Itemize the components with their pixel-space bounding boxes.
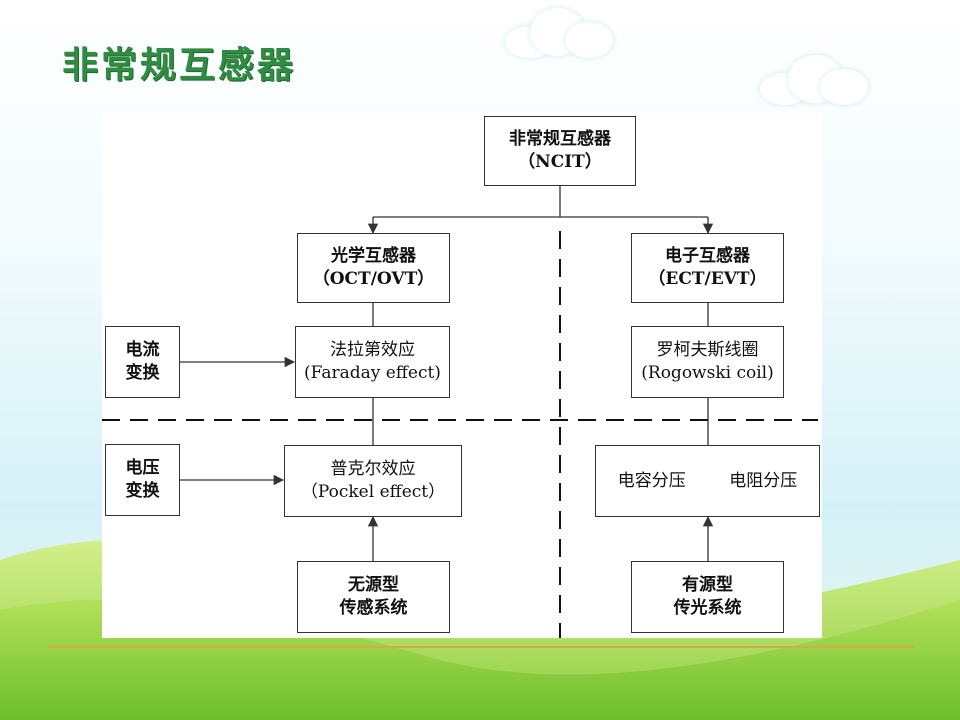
ncit-root-subtitle: （NCIT） — [518, 152, 602, 172]
page-title: 非常规互感器 — [62, 44, 297, 86]
voltage-conversion-line2: 变换 — [125, 481, 160, 501]
faraday-effect-title: 法拉第效应 — [330, 340, 415, 360]
current-conversion-line2: 变换 — [125, 363, 160, 383]
cloud-top — [505, 8, 615, 58]
passive-sensing-line2: 传感系统 — [339, 598, 408, 618]
diagram-panel: 非常规互感器 （NCIT） 光学互感器 （OCT/OVT） 电子互感器 （ECT… — [102, 113, 822, 638]
passive-sensing-system-box: 无源型 传感系统 — [297, 561, 450, 633]
optical-transformer-box: 光学互感器 （OCT/OVT） — [297, 233, 450, 303]
rogowski-coil-subtitle: (Rogowski coil) — [641, 363, 774, 383]
voltage-conversion-line1: 电压 — [125, 458, 160, 478]
optical-transformer-subtitle: （OCT/OVT） — [312, 269, 435, 289]
rogowski-coil-title: 罗柯夫斯线圈 — [656, 340, 759, 360]
voltage-divider-box: 电容分压 电阻分压 — [595, 445, 820, 517]
diagram-connectors — [102, 186, 818, 638]
electronic-transformer-subtitle: （ECT/EVT） — [648, 269, 767, 289]
current-conversion-box: 电流 变换 — [105, 326, 180, 398]
voltage-conversion-box: 电压 变换 — [105, 444, 180, 516]
passive-sensing-line1: 无源型 — [348, 575, 399, 595]
faraday-effect-box: 法拉第效应 (Faraday effect) — [295, 326, 450, 398]
faraday-effect-subtitle: (Faraday effect) — [304, 363, 441, 383]
ncit-root-title: 非常规互感器 — [509, 129, 611, 149]
resistive-divider-label: 电阻分压 — [729, 470, 798, 491]
current-conversion-line1: 电流 — [125, 340, 160, 360]
ncit-root-box: 非常规互感器 （NCIT） — [484, 116, 636, 186]
active-optical-line1: 有源型 — [682, 575, 733, 595]
pockels-effect-title: 普克尔效应 — [330, 459, 416, 479]
optical-transformer-title: 光学互感器 — [331, 246, 416, 266]
active-optical-system-box: 有源型 传光系统 — [631, 561, 784, 633]
active-optical-line2: 传光系统 — [673, 598, 742, 618]
electronic-transformer-box: 电子互感器 （ECT/EVT） — [631, 233, 784, 303]
pockels-effect-subtitle: （Pockel effect） — [300, 482, 446, 502]
pockels-effect-box: 普克尔效应 （Pockel effect） — [284, 445, 462, 517]
cloud-right — [760, 55, 870, 105]
capacitive-divider-label: 电容分压 — [617, 470, 686, 491]
rogowski-coil-box: 罗柯夫斯线圈 (Rogowski coil) — [631, 326, 784, 398]
electronic-transformer-title: 电子互感器 — [665, 246, 750, 266]
footer-divider — [48, 646, 914, 648]
